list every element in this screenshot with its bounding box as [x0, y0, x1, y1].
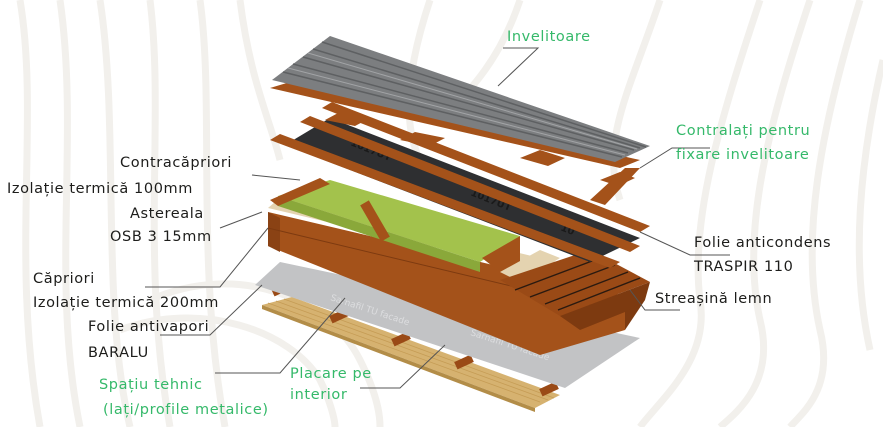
label-sheathing-line1: Astereala — [130, 206, 204, 222]
leader-contralati — [639, 147, 710, 169]
label-technical-space-line1: Spațiu tehnic — [99, 377, 203, 393]
label-sheathing-line2: OSB 3 15mm — [110, 229, 212, 245]
thermal-insulation-100mm — [270, 178, 560, 282]
label-rafters: Căpriori — [33, 271, 95, 287]
label-technical-space-line2: (lați/profile metalice) — [103, 402, 269, 418]
label-roofing: Invelitoare — [507, 29, 591, 45]
label-anticondensation-line1: Folie anticondens — [694, 235, 832, 251]
label-eave: Streașină lemn — [655, 291, 773, 307]
leader-astereala — [219, 211, 263, 229]
leader-anticondens — [639, 231, 730, 256]
label-anticondensation-line2: TRASPIR 110 — [694, 259, 794, 275]
counter-rafters — [270, 102, 650, 268]
label-interior-cladding-line2: interior — [290, 387, 348, 403]
leader-contracapriori — [251, 174, 301, 181]
interior-cladding-board — [262, 297, 560, 412]
label-insulation-200: Izolație termică 200mm — [33, 295, 219, 311]
leader-placare — [360, 344, 446, 389]
label-interior-cladding-line1: Placare pe — [290, 366, 372, 382]
label-counter-rafters: Contracăpriori — [120, 155, 233, 171]
label-counter-battens-line1: Contralați pentru — [676, 123, 811, 139]
leader-spatiu-tehnic — [215, 297, 346, 374]
label-vapor-barrier-line2: BARALU — [88, 345, 149, 361]
leader-capriori — [145, 227, 269, 288]
leader-streasina — [629, 289, 680, 311]
label-insulation-100: Izolație termică 100mm — [7, 181, 193, 197]
label-counter-battens-line2: fixare invelitoare — [676, 147, 810, 163]
counter-battens — [270, 82, 640, 205]
label-vapor-barrier-line1: Folie antivapori — [88, 319, 210, 335]
leader-invelitoare — [497, 47, 540, 87]
metal-roofing-sheet — [272, 36, 650, 162]
leader-antivapori — [160, 284, 263, 336]
